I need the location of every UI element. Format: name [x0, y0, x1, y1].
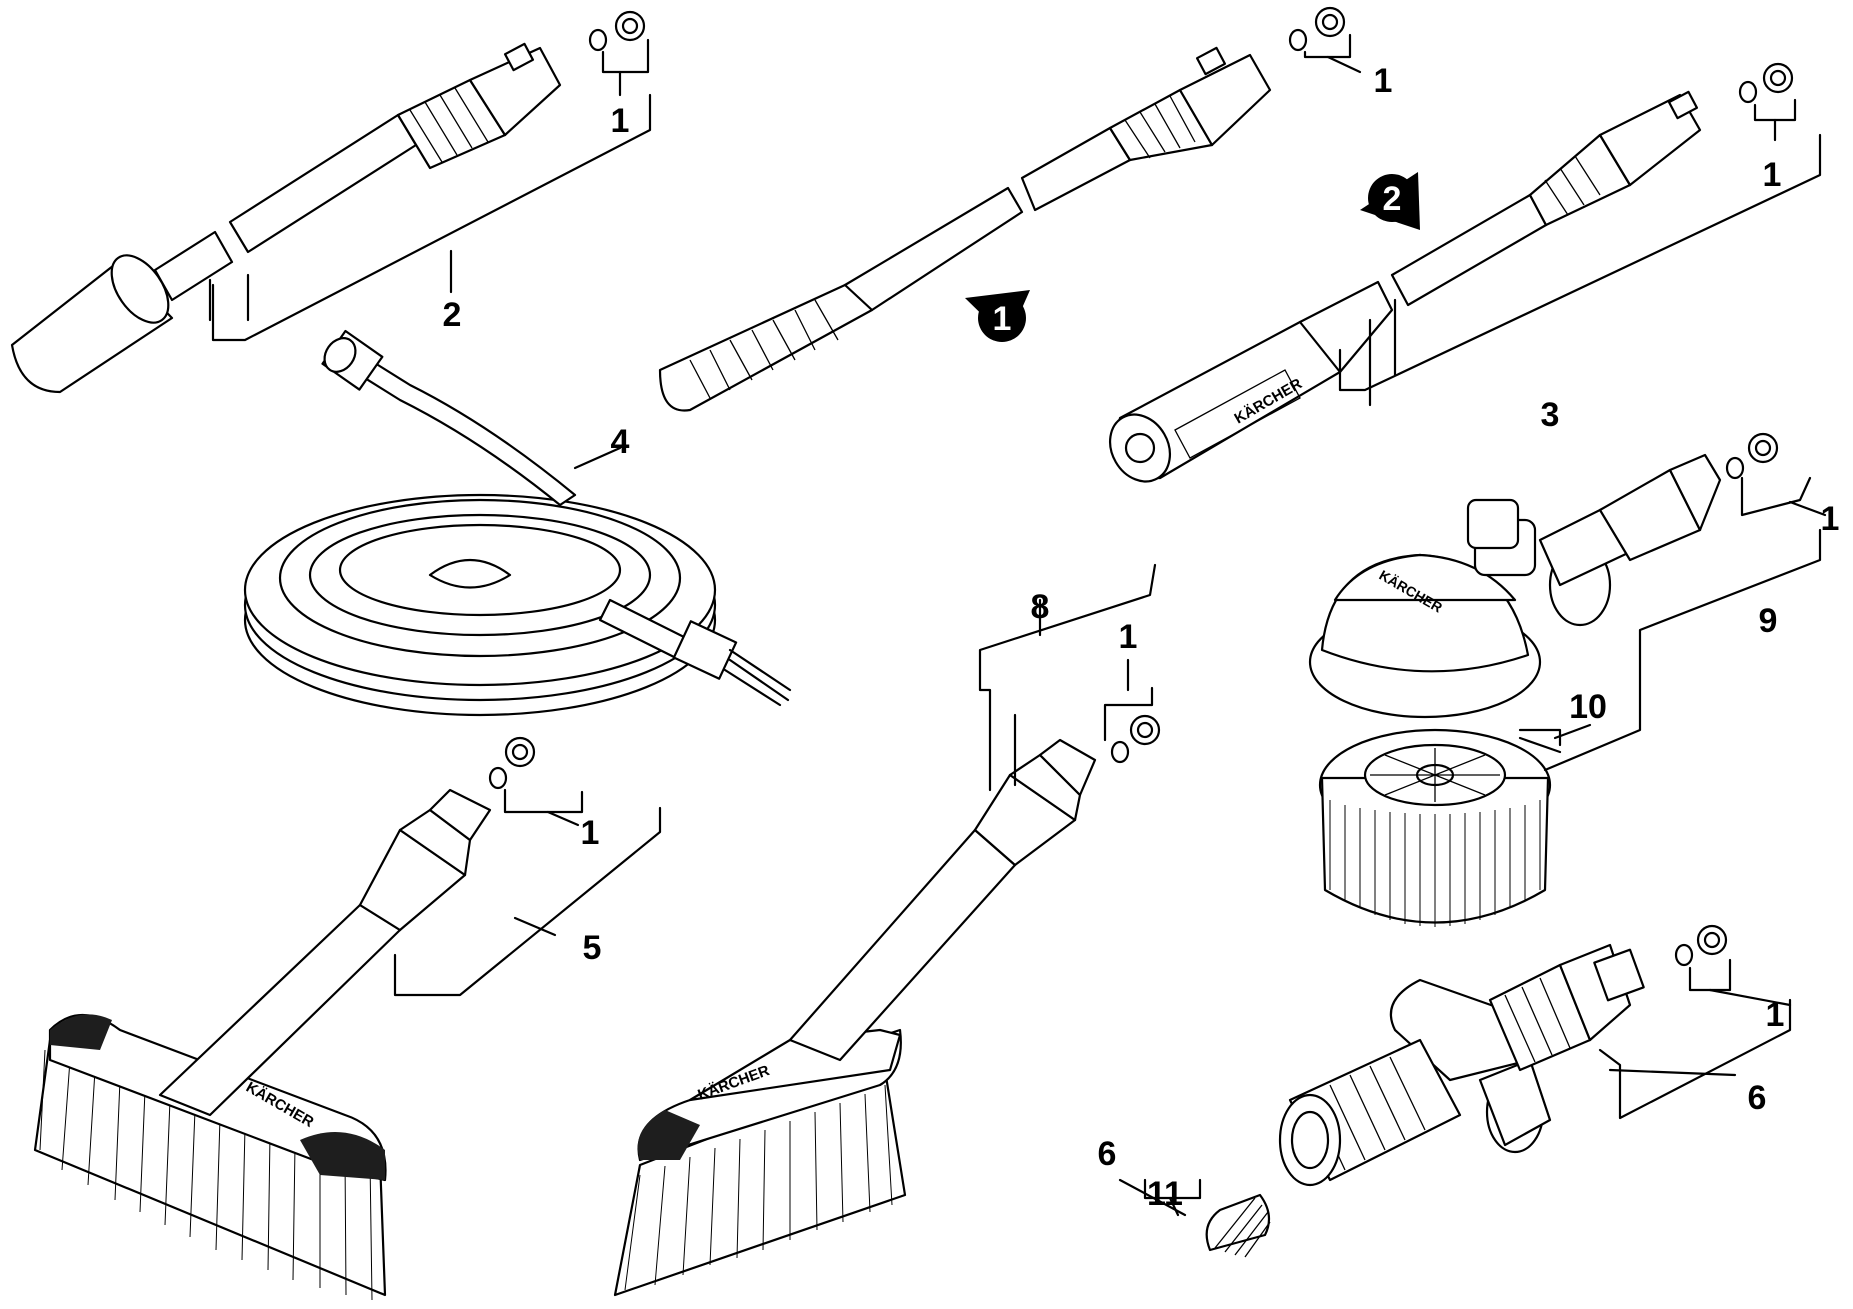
step-1-number: 1: [993, 300, 1012, 338]
label-1-wash-brush: 1: [581, 814, 600, 852]
label-11: 11: [1147, 1175, 1183, 1213]
step-2-marker: 2: [1360, 172, 1420, 230]
label-1-foam-nozzle: 1: [1766, 996, 1785, 1034]
label-1-rotating-brush: 1: [1821, 500, 1840, 538]
label-5: 5: [583, 929, 602, 967]
rotating-wash-brush: KÄRCHER: [1308, 432, 1827, 927]
pipe-cleaning-hose: [243, 329, 792, 717]
label-9: 9: [1759, 602, 1778, 640]
label-1-soft-brush: 1: [1119, 618, 1138, 656]
step-2-number: 2: [1383, 180, 1402, 218]
label-2: 2: [443, 296, 462, 334]
label-8: 8: [1031, 588, 1050, 626]
foam-nozzle: [1118, 924, 1792, 1258]
label-4: 4: [611, 423, 630, 461]
soft-wash-brush: KÄRCHER: [613, 563, 1161, 1297]
label-6-spring: 6: [1098, 1135, 1117, 1173]
vario-power-lance: KÄRCHER 2: [1108, 62, 1822, 483]
label-1-top-left: 1: [611, 102, 630, 140]
wash-brush: KÄRCHER: [33, 736, 662, 1301]
trigger-gun-lance: 1: [658, 6, 1362, 412]
label-6-foam-nozzle: 6: [1748, 1079, 1767, 1117]
reference-labels: 1 2 1 1 3 4 1 9 10 8 1 1 5 1 6 6 11: [443, 62, 1840, 1213]
label-1-top-mid: 1: [1374, 62, 1393, 100]
label-3: 3: [1541, 396, 1560, 434]
step-1-marker: 1: [965, 290, 1030, 342]
dirt-blaster-lance: [10, 10, 652, 394]
label-1-top-right: 1: [1763, 156, 1782, 194]
label-10: 10: [1569, 688, 1607, 726]
